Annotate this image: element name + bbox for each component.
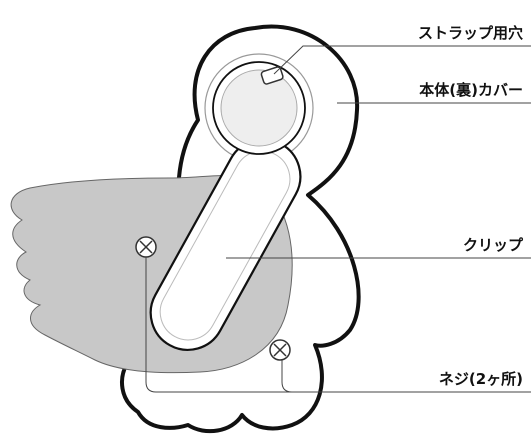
label-clip: クリップ [463,236,524,254]
leader-strap-hole [273,45,531,75]
leader-screw-right [281,360,293,393]
screw-icon [135,236,157,258]
screw-icon [269,339,291,361]
clip-head-inner [220,69,298,147]
label-body-cover: 本体(裏)カバー [419,81,523,99]
leader-screw-left [145,257,531,393]
label-screws: ネジ(2ヶ所) [439,370,523,388]
label-strap-hole: ストラップ用穴 [418,24,523,42]
